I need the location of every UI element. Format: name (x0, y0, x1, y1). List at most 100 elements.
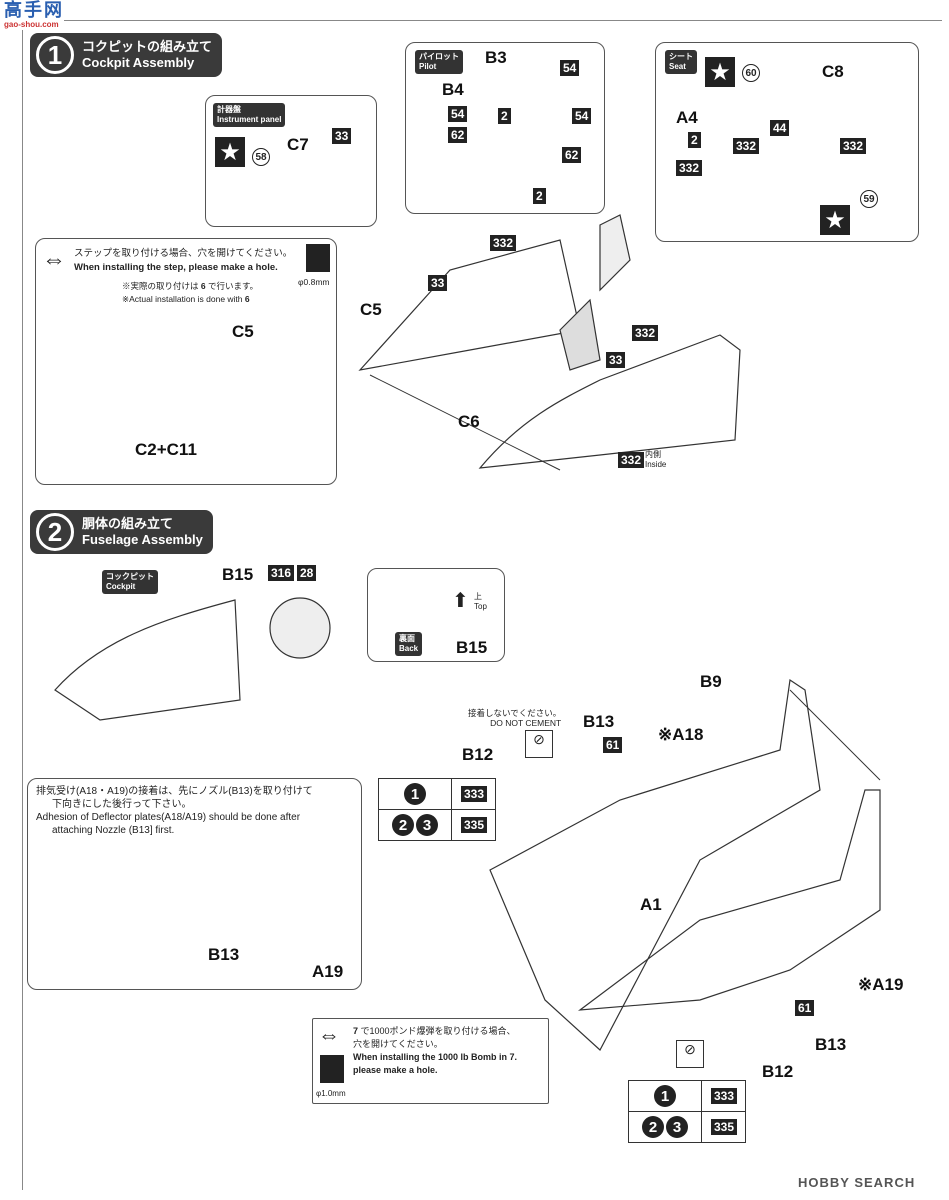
paint-code: 333 (460, 786, 487, 802)
tag-jp: 計器盤 (217, 105, 241, 114)
forward-fuselage (54, 599, 241, 721)
no-cement-en: DO NOT CEMENT (490, 718, 562, 728)
paint-332: 332 (840, 138, 867, 154)
part-a19: A19 (312, 962, 344, 981)
tag-jp: シート (669, 52, 693, 61)
part-a1: A1 (640, 895, 662, 914)
step-note-jp: ステップを取り付ける場合、穴を開けてください。 (74, 248, 293, 259)
inside-jp: 内側 (645, 450, 661, 459)
step1-title-en: Cockpit Assembly (82, 55, 195, 70)
drill-hole-icon: ⇔ (318, 1022, 340, 1047)
paint-62: 62 (562, 147, 582, 163)
paint-61: 61 (795, 1000, 815, 1016)
decal-60: 60 (742, 64, 760, 82)
paint-332: 332 (490, 235, 517, 251)
part-b9: B9 (700, 672, 722, 691)
decal-58: 58 (252, 148, 270, 166)
canopy-c5 (358, 239, 581, 371)
color-row: 1 333 (379, 779, 495, 810)
part-c6: C6 (458, 412, 480, 431)
part-b13: B13 (208, 945, 240, 964)
deflector-note-box (27, 778, 362, 990)
paint-316: 316 (268, 565, 295, 581)
pilot-figure-small (599, 214, 631, 292)
step-ref: 2 (642, 1116, 664, 1138)
b15-detail-box (367, 568, 505, 662)
actual-note-en: ※Actual installation is done with 6 (122, 293, 250, 305)
tag-en: Instrument panel (217, 115, 282, 124)
bomb-hole-box (312, 1018, 549, 1104)
drill-bit-icon (306, 244, 330, 272)
note-en: ※Actual installation is done with (122, 294, 243, 304)
note-jp-post: で行います。 (208, 281, 259, 291)
bulkhead-b15 (269, 597, 331, 659)
step-ref: 7 (509, 1052, 515, 1062)
note-jp-1: で1000ポンド爆弾を取り付ける場合、 (360, 1026, 516, 1036)
site-logo: 高手网 gao-shou.com (4, 0, 64, 30)
step-hole-box (35, 238, 337, 485)
note-en-2: please make a hole. (353, 1065, 438, 1075)
paint-54: 54 (448, 106, 468, 122)
top-jp: 上 (474, 592, 482, 601)
step-ref: 7 (353, 1026, 359, 1036)
deflector-note: 排気受け(A18・A19)の接着は、先にノズル(B13)を取り付けて 下向きにし… (36, 785, 313, 837)
note-en-1: When installing the 1000 lb Bomb in (353, 1052, 508, 1062)
paint-61: 61 (603, 737, 623, 753)
paint-33: 33 (332, 128, 352, 144)
paint-code: 333 (710, 1088, 737, 1104)
step-ref: 1 (404, 783, 426, 805)
note-jp-2: 下向きにした後行って下さい。 (52, 799, 192, 810)
part-b3: B3 (485, 48, 507, 67)
step-ref: 2 (392, 814, 414, 836)
part-c7: C7 (287, 135, 309, 154)
decal-star-icon: ★ (705, 57, 735, 87)
tag-jp: 裏面 (399, 634, 415, 643)
fuselage-c6 (478, 334, 741, 469)
step-note-en: When installing the step, please make a … (74, 262, 278, 273)
paint-2: 2 (533, 188, 546, 204)
seat-drawing-main (559, 298, 601, 371)
step-ref: 3 (666, 1116, 688, 1138)
part-b12: B12 (762, 1062, 794, 1081)
color-row: 1 333 (629, 1081, 745, 1112)
paint-54: 54 (560, 60, 580, 76)
paint-code: 335 (710, 1119, 737, 1135)
part-c5: C5 (232, 322, 254, 341)
logo-site: gao-shou.com (4, 20, 64, 30)
part-b12: B12 (462, 745, 494, 764)
paint-332: 332 (676, 160, 703, 176)
part-a4: A4 (676, 108, 698, 127)
tag-en: Pilot (419, 62, 437, 71)
part-a19: ※A19 (858, 975, 904, 994)
part-b4: B4 (442, 80, 464, 99)
note-jp-2: 穴を開けてください。 (353, 1039, 443, 1049)
decal-star-icon: ★ (820, 205, 850, 235)
paint-33: 33 (606, 352, 626, 368)
note-en-2: attaching Nozzle (B13] first. (52, 825, 175, 836)
paint-54: 54 (572, 108, 592, 124)
tag-jp: コックピット (106, 572, 154, 581)
decal-59: 59 (860, 190, 878, 208)
part-b15: B15 (222, 565, 254, 584)
step1-title-jp: コクピットの組み立て (82, 39, 213, 54)
decal-star-icon: ★ (215, 137, 245, 167)
paint-332: 332 (632, 325, 659, 341)
step-ref: 6 (200, 281, 206, 291)
paint-33: 33 (428, 275, 448, 291)
paint-2: 2 (498, 108, 511, 124)
part-c8: C8 (822, 62, 844, 81)
paint-332: 332 (618, 452, 645, 468)
rear-fuselage-left (489, 678, 821, 1051)
part-b13: B13 (815, 1035, 847, 1054)
inside-en: Inside (645, 460, 667, 469)
step-ref: 1 (654, 1085, 676, 1107)
